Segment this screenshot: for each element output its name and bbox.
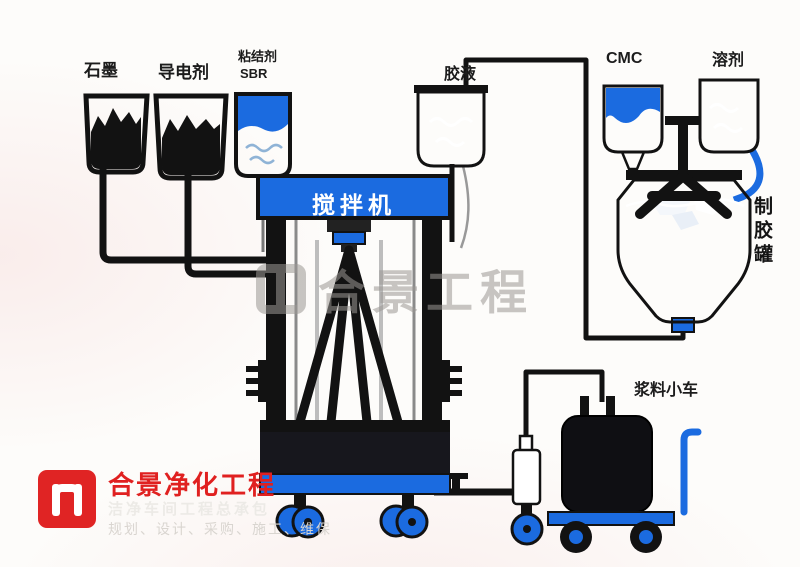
bolt <box>440 378 462 384</box>
cart-tank-nozzle-left <box>580 396 589 422</box>
cart-platform <box>547 511 675 526</box>
mixer-legs <box>295 245 403 427</box>
glue-tank <box>616 116 752 333</box>
pipe-glue-to-mixer-thin <box>459 165 470 249</box>
label-glue-tank: 制胶罐 <box>751 196 772 268</box>
pipe-tank-to-glue-loop <box>463 57 686 341</box>
tank-surface-wave <box>625 198 745 208</box>
label-sbr: SBR <box>240 66 268 81</box>
conductive-material <box>162 115 220 175</box>
cart-handle <box>680 428 702 516</box>
mixer-wheel-hub <box>408 518 416 526</box>
label-cmc: CMC <box>606 50 643 67</box>
label-slurry-cart: 浆料小车 <box>634 382 699 399</box>
cart-wheel-left-hub <box>569 530 583 544</box>
mixer-caster-fork-right <box>402 494 414 507</box>
mixer-beam <box>260 420 450 432</box>
company-subtitle: 洁净车间工程总承包 <box>108 501 271 518</box>
pump-caster-hub <box>523 525 531 533</box>
label-mixer: 搅拌机 <box>312 192 396 218</box>
company-logo-text: 合景净化工程 洁净车间工程总承包 规划、设计、采购、施工、维保 <box>108 470 332 539</box>
company-logo-icon <box>38 470 96 528</box>
bolt <box>440 390 462 396</box>
logo-bar-shape <box>52 484 60 516</box>
solvent-container <box>698 78 760 154</box>
bolt <box>246 390 268 396</box>
glue-container-body <box>416 90 486 168</box>
label-solvent: 溶剂 <box>712 52 745 69</box>
mixer-right-column <box>422 218 442 428</box>
transfer-pump <box>510 434 544 546</box>
logo-bar-shape <box>74 484 82 516</box>
pump-caster-fork <box>521 504 532 517</box>
cmc-container <box>602 84 664 171</box>
agitator-motor <box>665 116 701 125</box>
pump-body <box>511 448 542 506</box>
mixer-head-block <box>327 218 371 232</box>
glue-liquid-container <box>414 85 488 168</box>
company-services: 规划、设计、采购、施工、维保 <box>108 521 332 537</box>
cart-tank <box>561 415 653 513</box>
bolt-rod <box>442 360 450 402</box>
pipe-solvent-to-tank <box>732 148 764 204</box>
mixer-head-cylinder <box>332 231 366 245</box>
mixer-banner <box>256 174 452 220</box>
label-graphite: 石墨 <box>84 61 118 80</box>
cmc-material <box>606 88 660 124</box>
solvent-container-body <box>698 78 760 154</box>
graphite-material <box>91 108 141 169</box>
company-logo: 合景净化工程 洁净车间工程总承包 规划、设计、采购、施工、维保 <box>38 470 332 539</box>
mixer-left-column <box>266 218 286 428</box>
sbr-liquid <box>238 96 288 132</box>
tank-outlet <box>671 317 695 333</box>
tank-body <box>616 178 752 324</box>
glue-container-lid <box>414 85 488 93</box>
cmc-funnel <box>620 150 646 171</box>
solvent-wave-1 <box>708 103 740 113</box>
mixer-base-band <box>259 473 451 495</box>
bolt <box>246 366 268 372</box>
conductive-hopper-body <box>153 93 229 181</box>
label-conductive: 导电剂 <box>158 63 209 82</box>
graphite-hopper-body <box>83 93 150 175</box>
mixer-caster-fork-left <box>294 494 306 507</box>
conductive-hopper <box>153 93 229 181</box>
company-name: 合景净化工程 <box>108 470 277 500</box>
solvent-wave-2 <box>712 123 744 133</box>
graphite-hopper <box>83 93 150 175</box>
tank-chunk-3 <box>672 211 699 230</box>
label-glue-liquid: 胶液 <box>444 66 477 83</box>
cart-tank-nozzle-right <box>606 396 615 422</box>
mixer-wheel-hub <box>304 518 312 526</box>
sbr-container <box>234 92 292 178</box>
sbr-wave-1 <box>245 143 283 153</box>
pipe-conductive-to-mixer <box>184 174 284 278</box>
bolt <box>440 366 462 372</box>
cart-wheel-right-hub <box>639 530 653 544</box>
mixer-right-bolts <box>440 360 462 402</box>
pipe-graphite-to-mixer <box>99 168 284 264</box>
mixer-left-bolts <box>246 360 268 402</box>
valve-handle <box>444 473 468 479</box>
bolt <box>246 378 268 384</box>
glue-wave-2 <box>434 137 466 147</box>
agitator-shaft <box>678 122 688 178</box>
cmc-container-body <box>602 84 664 154</box>
pipe-pump-to-cart <box>523 369 605 446</box>
valve-stem <box>452 478 460 492</box>
sbr-wave-2 <box>249 155 275 165</box>
mixer-lower-body <box>260 432 450 474</box>
slurry-cart <box>547 396 702 553</box>
agitator-frame <box>635 171 732 219</box>
glue-wave-1 <box>428 117 474 127</box>
label-binder: 粘结剂 <box>238 49 278 64</box>
bolt-rod <box>258 360 266 402</box>
